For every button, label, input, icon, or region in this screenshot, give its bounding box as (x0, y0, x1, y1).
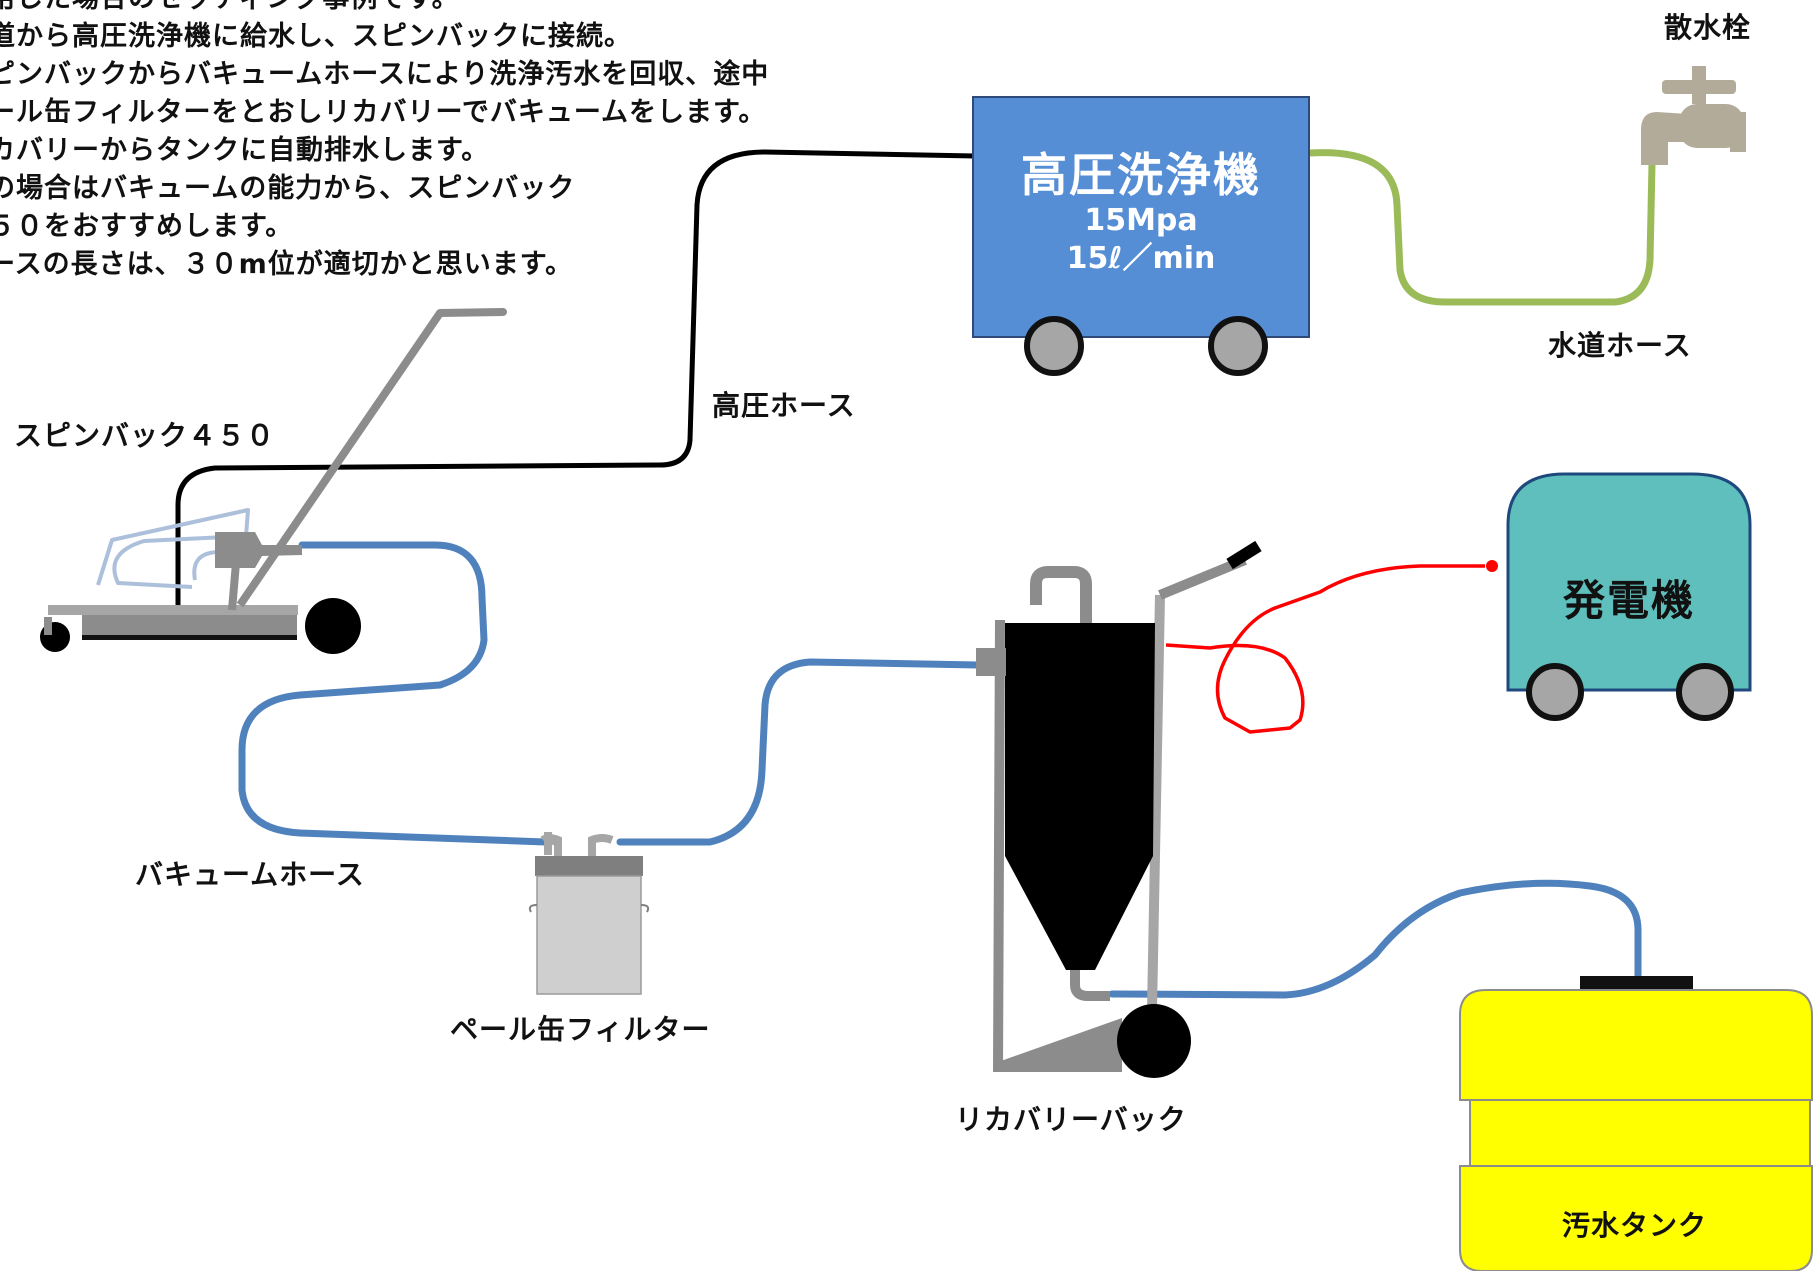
intro-line-5: カバリーからタンクに自動排水します。 (0, 135, 490, 166)
water-hose-label: 水道ホース (1548, 329, 1692, 362)
pressure-washer (972, 96, 1310, 376)
generator (1506, 472, 1752, 721)
washer-flow: 15ℓ／min (1066, 241, 1216, 276)
recovery-label: リカバリーバック (955, 1103, 1187, 1136)
washer-label-box: 高圧洗浄機 15Mpa 15ℓ／min (973, 148, 1309, 278)
high-pressure-hose (175, 149, 976, 605)
pail-can-icon (528, 831, 650, 995)
intro-line-7: ５０をおすすめします。 (0, 211, 294, 242)
intro-text: 用した場合のセッティング事例です。道から高圧洗浄機に給水し、スピンバックに接続。… (0, 0, 769, 284)
drain-hose (1108, 879, 1642, 999)
intro-line-4: ール缶フィルターをとおしリカバリーでバキュームをします。 (0, 97, 767, 128)
generator-label: 発電機 (1562, 576, 1695, 625)
water-hose (1306, 149, 1656, 306)
washer-pressure: 15Mpa (1084, 203, 1198, 238)
vacuum-hose-2 (616, 658, 982, 846)
spinvac-label: スピンバック４５０ (14, 419, 276, 452)
waste-tank-label: 汚水タンク (1562, 1209, 1708, 1242)
washer-title: 高圧洗浄機 (1021, 148, 1261, 202)
intro-line-8: ースの長さは、３０m位が適切かと思います。 (0, 249, 574, 280)
high-pressure-hose-label: 高圧ホース (712, 389, 856, 422)
pail-filter-label: ペール缶フィルター (450, 1013, 711, 1046)
vacuum-hose-1 (238, 541, 549, 846)
intro-line-2: 道から高圧洗浄機に給水し、スピンバックに接続。 (0, 21, 632, 52)
spinvac-450 (40, 308, 507, 654)
power-cord (1165, 564, 1485, 734)
faucet-icon (1641, 66, 1746, 165)
intro-line-1: 用した場合のセッティング事例です。 (0, 0, 769, 18)
waste-tank (1459, 976, 1813, 1271)
hydrant-label: 散水栓 (1664, 11, 1752, 44)
intro-line-6: の場合はバキュームの能力から、スピンバック (0, 173, 576, 204)
power-plug (1486, 560, 1498, 572)
recovery-vac (976, 540, 1262, 1078)
vacuum-hose-label: バキュームホース (135, 858, 365, 891)
intro-line-3: ピンバックからバキュームホースにより洗浄汚水を回収、途中 (0, 59, 770, 90)
